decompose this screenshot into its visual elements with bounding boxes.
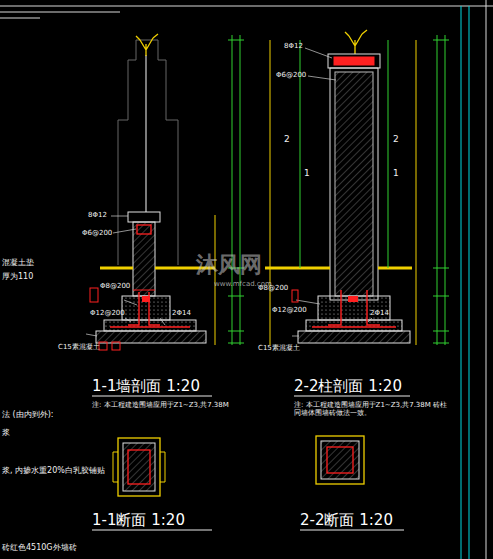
note-text: 浆 (2, 428, 10, 437)
frame-cyan (461, 6, 469, 559)
rebar-label: 2Φ14 (370, 309, 389, 317)
wall-section-1 (86, 34, 244, 350)
rebar-label: Φ12@200 (272, 306, 307, 314)
callout-number: 1 (304, 168, 310, 178)
callout-number: 1 (393, 168, 399, 178)
cross-section-2 (316, 436, 364, 484)
note-text: 注: 本工程建造围墙应用于Z1~Z3,共7.38M (92, 401, 229, 409)
section-title: 1-1断面 1:20 (92, 512, 185, 529)
material-label: C15素混凝土 (258, 344, 300, 352)
material-label: C15素混凝土 (58, 343, 100, 351)
watermark: www.mfcad.com (214, 280, 272, 288)
rebar-label: Φ6@200 (82, 229, 112, 237)
section-title: 2-2柱剖面 1:20 (294, 378, 402, 395)
rebar-label: 8Φ12 (284, 42, 303, 50)
rebar-label: Φ8@200 (100, 282, 130, 290)
note-text: 混凝土垫 (2, 258, 34, 267)
rebar-label: Φ6@200 (276, 71, 306, 79)
callout-number: 2 (284, 134, 290, 144)
rebar-label: 8Φ12 (88, 211, 107, 219)
rebar-label: Φ12@200 (90, 309, 125, 317)
note-text: 厚为110 (2, 272, 33, 281)
cross-section-1 (113, 438, 165, 496)
section-title: 1-1墙剖面 1:20 (92, 378, 200, 395)
callout-number: 2 (393, 134, 399, 144)
column-section-2 (265, 30, 449, 345)
note-text: 砖红色4510G外墙砖 (2, 543, 77, 552)
watermark: 沐风网 (196, 252, 262, 277)
note-text: 浆, 内掺水重20%白乳胶铺贴 (2, 466, 105, 475)
section-title: 2-2断面 1:20 (300, 512, 393, 529)
note-text: 注: 本工程建造围墙应用于Z1~Z3,共7.38M 砖柱同墙体围墙砖做法一致。 (294, 401, 454, 417)
note-text: 法 (由内到外): (2, 410, 53, 419)
rebar-label: 2Φ14 (172, 309, 191, 317)
